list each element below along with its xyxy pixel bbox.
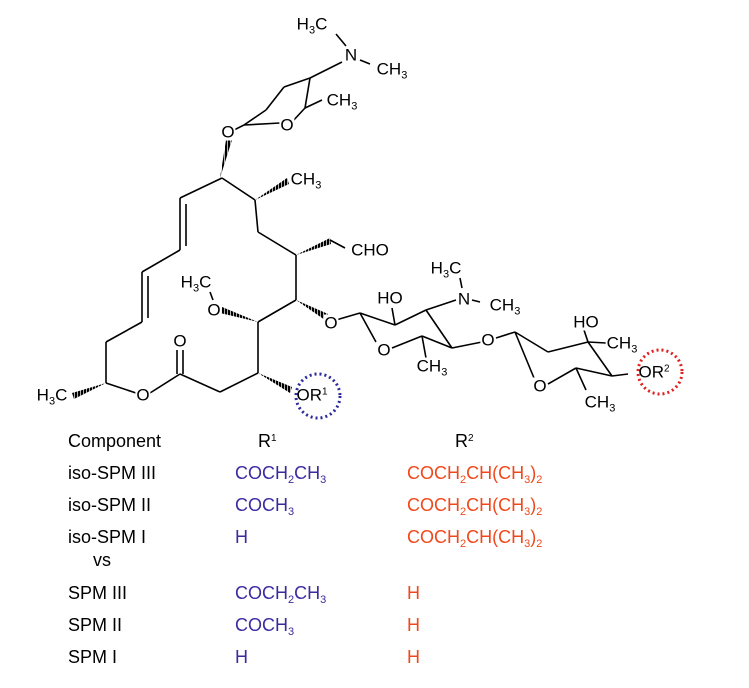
atom-label: CH3 xyxy=(325,90,359,113)
atom-label: O xyxy=(480,330,496,350)
atom-label: O xyxy=(279,115,295,135)
atom-label: H3C xyxy=(295,14,329,37)
atom-label: O xyxy=(220,122,236,142)
header-r1: R1 xyxy=(258,431,277,451)
row-r1: COCH2CH3 xyxy=(235,463,327,486)
atom-label: CHO xyxy=(350,240,390,260)
end-sugar-ring xyxy=(495,329,629,391)
row-r2: COCH2CH(CH3)2 xyxy=(407,463,543,486)
atom-label: CH3 xyxy=(605,333,639,356)
atom-label: CH3 xyxy=(415,356,449,379)
atom-label: H3C xyxy=(429,258,463,281)
atom-label: O xyxy=(172,331,188,351)
row-r1: COCH3 xyxy=(235,615,295,638)
atom-label: N xyxy=(456,289,472,309)
or2-label: OR2 xyxy=(638,362,670,382)
row-component: iso-SPM III xyxy=(68,463,157,483)
atom-label: N xyxy=(343,45,359,65)
middle-sugar-ring xyxy=(335,277,483,359)
row-component: SPM II xyxy=(68,615,123,635)
atom-label: O xyxy=(323,313,339,333)
or1-label: OR1 xyxy=(296,385,328,405)
atom-label: CH3 xyxy=(375,59,409,82)
row-r1: H xyxy=(235,647,248,667)
row-r2: H xyxy=(407,583,420,603)
row-r2: COCH2CH(CH3)2 xyxy=(407,527,543,550)
header-r2: R2 xyxy=(455,431,474,451)
r1-highlight-circle xyxy=(294,372,342,420)
vs-separator: vs xyxy=(93,550,111,570)
atom-label: CH3 xyxy=(289,169,323,192)
atom-label: CH3 xyxy=(583,392,617,415)
atom-label: O xyxy=(532,376,548,396)
atom-label: HO xyxy=(376,288,404,308)
row-r2: COCH2CH(CH3)2 xyxy=(407,495,543,518)
atom-label: HO xyxy=(572,312,600,332)
row-component: iso-SPM I xyxy=(68,527,147,547)
row-component: SPM I xyxy=(68,647,118,667)
row-r2: H xyxy=(407,647,420,667)
r2-highlight-circle xyxy=(636,348,684,396)
atom-label: O xyxy=(206,300,222,320)
atom-label: H3C xyxy=(35,385,69,408)
row-component: SPM III xyxy=(68,583,128,603)
atom-label: H3C xyxy=(179,272,213,295)
row-r2: H xyxy=(407,615,420,635)
row-r1: H xyxy=(235,527,248,547)
atom-label: CH3 xyxy=(488,295,522,318)
row-r1: COCH3 xyxy=(235,495,295,518)
atom-label: O xyxy=(376,340,392,360)
header-component: Component xyxy=(68,431,162,451)
row-r1: COCH2CH3 xyxy=(235,583,327,606)
macrolide-ring xyxy=(72,140,346,399)
row-component: iso-SPM II xyxy=(68,495,152,515)
atom-label: O xyxy=(135,385,151,405)
